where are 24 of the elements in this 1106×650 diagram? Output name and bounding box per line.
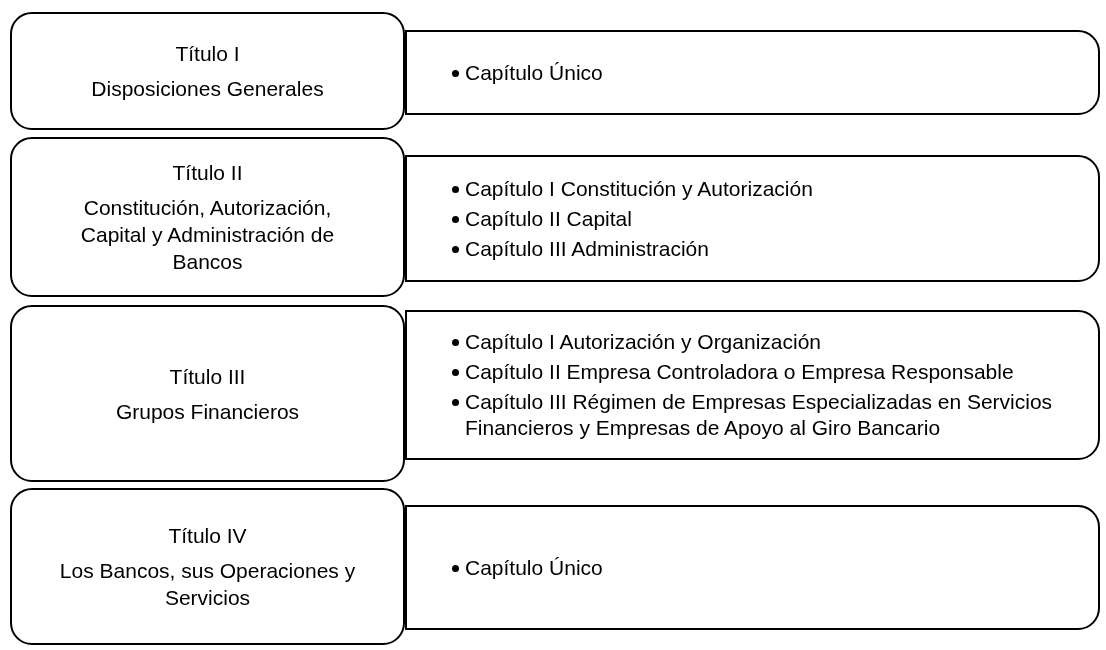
title-text: Los Bancos, sus Operaciones y Servicios	[58, 558, 357, 611]
title-text: Grupos Financieros	[115, 398, 300, 425]
chapter-list-box	[405, 505, 1100, 630]
chapter-list-box	[405, 310, 1100, 460]
title-heading: Título II	[172, 160, 243, 186]
title-text: Disposiciones Generales	[91, 76, 324, 102]
chapter-item: Capítulo I Constitución y Autorización	[465, 175, 813, 202]
chapter-item: Capítulo Único	[465, 554, 603, 581]
title-box	[10, 137, 405, 297]
title-heading: Título IV	[168, 523, 247, 549]
title-box	[10, 305, 405, 482]
title-heading: Título I	[175, 41, 240, 67]
chapter-item: Capítulo I Autorización y Organización	[465, 329, 822, 355]
title-text: Constitución, Autorización, Capital y Administración de Bancos	[79, 195, 336, 275]
chapter-list-box	[405, 155, 1100, 282]
title-box	[10, 12, 405, 130]
title-heading: Título III	[169, 363, 246, 390]
chapter-item: Capítulo Único	[465, 59, 603, 86]
chapter-item: Capítulo III Régimen de Empresas Especializadas en Servicios Financieros y Empresas de Apoyo al Giro Bancario	[465, 389, 1054, 441]
chapter-item: Capítulo II Empresa Controladora o Empresa Responsable	[465, 359, 1014, 385]
chapter-list-box	[405, 30, 1100, 115]
title-box	[10, 488, 405, 645]
chapter-item: Capítulo II Capital	[465, 205, 632, 232]
chapter-item: Capítulo III Administración	[465, 235, 709, 262]
